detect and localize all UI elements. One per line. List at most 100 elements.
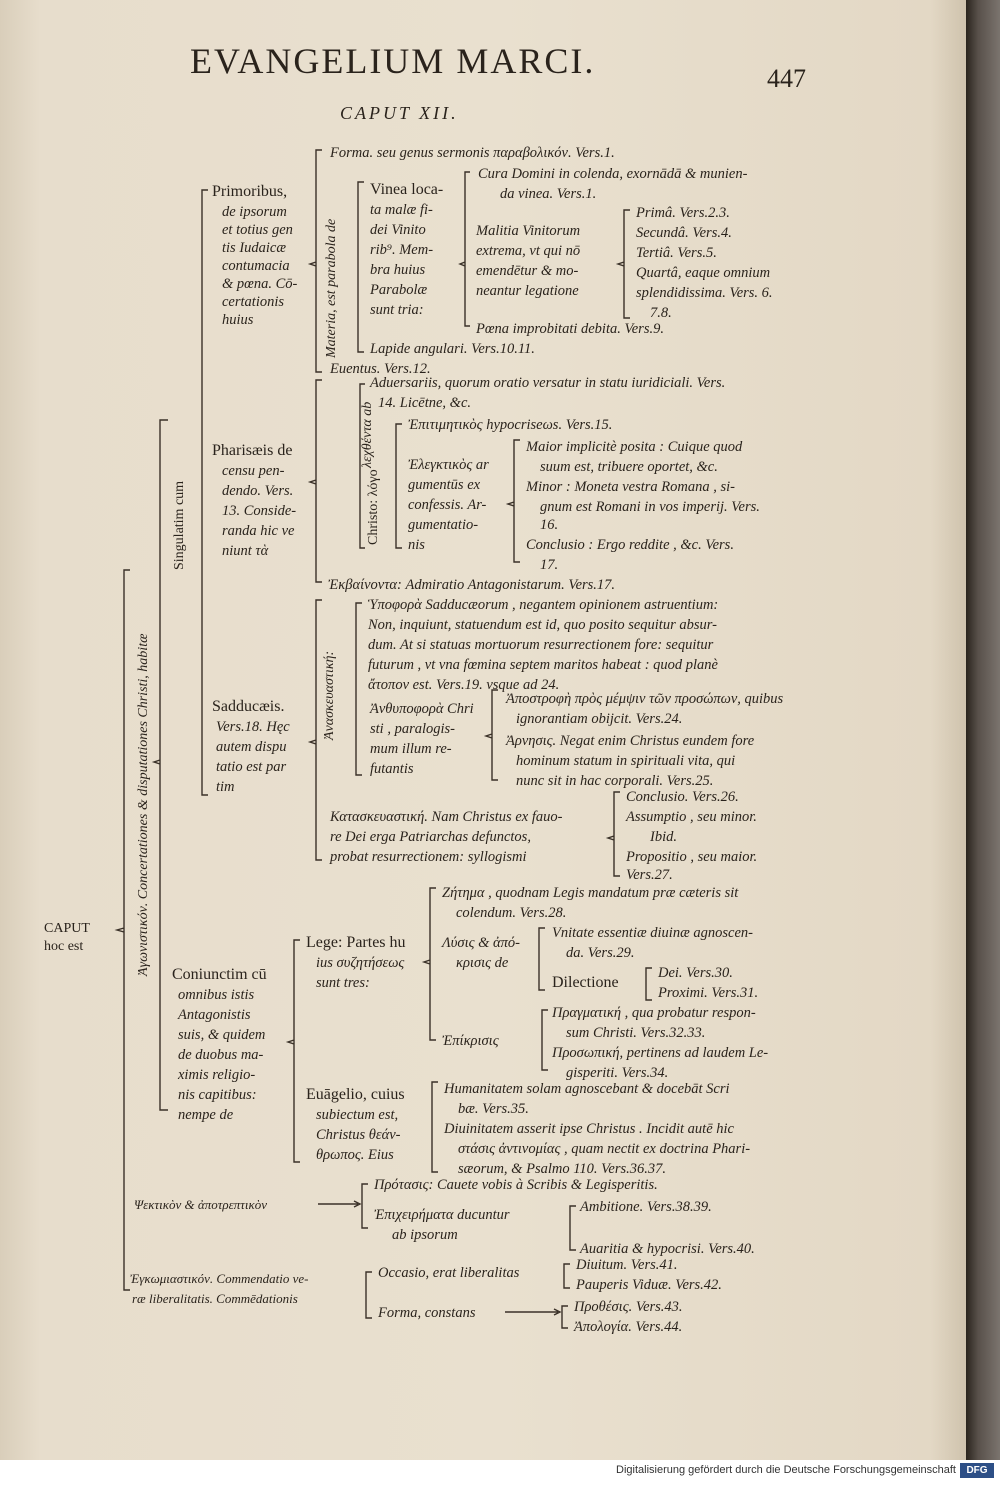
- vertical-singulatim: Singulatim cum: [172, 480, 187, 570]
- primoribus-line: de ipsorum: [222, 204, 287, 220]
- footer-bar: Digitalisierung gefördert durch die Deut…: [0, 1460, 1000, 1485]
- coniunctim-line: Antagonistis: [178, 1007, 251, 1023]
- coniunctim-line: Coniunctim cū: [172, 966, 267, 983]
- elenchus-line: gumentūs ex: [408, 477, 481, 493]
- lege-line: sunt tres:: [316, 975, 370, 991]
- vinea-line: dei Vinito: [370, 222, 426, 238]
- euangelio-line: Christus θεάν-: [316, 1127, 401, 1143]
- vinea-line: Vinea loca-: [370, 181, 444, 198]
- root-hoc-est: hoc est: [44, 939, 84, 954]
- hypophora-line: ἄτοπον est. Vers.19. vsque ad 24.: [368, 677, 560, 693]
- hypophora-line: dum. At si statuas mortuorum resurrectio…: [368, 637, 714, 653]
- humanitatem-text: bæ. Vers.35.: [458, 1101, 529, 1117]
- epicheiremata-text: Ἐπιχειρήματα ducuntur: [374, 1207, 510, 1223]
- ambitione-text: Ambitione. Vers.38.39.: [580, 1199, 712, 1215]
- occasio-text: Occasio, erat liberalitas: [378, 1265, 520, 1281]
- arnesis-line: hominum statum in spirituali vita, qui: [516, 753, 736, 769]
- syllogism-item: Assumptio , seu minor.: [626, 809, 757, 825]
- malitia-line: neantur legatione: [476, 283, 579, 299]
- malitia-line: Malitia Vinitorum: [476, 223, 581, 239]
- pauperis-text: Pauperis Viduæ. Vers.42.: [576, 1277, 722, 1293]
- epicheiremata-text: ab ipsorum: [392, 1227, 458, 1243]
- vertical-anaskeuastike: Ἀνασκευαστική:: [322, 650, 337, 740]
- protasis-text: Πρότασις: Cauete vobis à Scribis & Legis…: [374, 1177, 658, 1193]
- humanitatem-text: Humanitatem solam agnoscebant & docebāt …: [444, 1081, 730, 1097]
- ekbainonta-text: Ἐκβαίνοντα: Admiratio Antagonistarum. Ve…: [328, 577, 616, 593]
- minor-text: 16.: [540, 517, 559, 533]
- enkomiastikon-label: Ἐγκωμιαστικόν. Commendatio ve-: [130, 1271, 309, 1286]
- sadducaeis-line: tatio est par: [216, 759, 287, 775]
- apostrophe-line: ignorantiam obijcit. Vers.24.: [516, 711, 683, 727]
- vinea-line: rib⁹. Mem-: [370, 242, 434, 258]
- auaritia-text: Auaritia & hypocrisi. Vers.40.: [580, 1241, 755, 1257]
- syllogism-item: Propositio , seu maior.: [626, 849, 758, 865]
- euangelio-line: θρωπος. Eius: [316, 1147, 394, 1163]
- poena-text: Pœna improbitati debita. Vers.9.: [476, 321, 664, 337]
- elenchus-line: nis: [408, 537, 425, 553]
- root-caput: CAPUT: [44, 921, 90, 936]
- primoribus-line: Primoribus,: [212, 183, 288, 200]
- cura-text: Cura Domini in colenda, exornādā & munie…: [478, 166, 748, 182]
- elenchus-line: Ἐλεγκτικὸς ar: [408, 457, 489, 473]
- mission-item: Primâ. Vers.2.3.: [636, 205, 730, 221]
- book-edge: [966, 0, 1000, 1460]
- pragmatike-text: Πραγματική , qua probatur respon-: [552, 1005, 756, 1021]
- mission-item: splendidissima. Vers. 6.: [636, 285, 773, 301]
- lysis-text: κρισις de: [456, 955, 509, 971]
- kataskeuastike-line: probat resurrectionem: syllogismi: [330, 849, 527, 865]
- forma-constans-text: Forma, constans: [378, 1305, 476, 1321]
- pharisaeis-line: dendo. Vers.: [222, 483, 294, 499]
- epitimetikos-text: Ἐπιτιμητικὸς hypocriseωs. Vers.15.: [408, 417, 613, 433]
- anthypophora-line: sti , paralogis-: [370, 721, 455, 737]
- vertical-agonistikon: Ἀγωνιστικόν. Concertationes & disputatio…: [136, 633, 151, 976]
- sadducaeis-line: Sadducæis.: [212, 698, 285, 715]
- malitia-line: emendētur & mo-: [476, 263, 579, 279]
- pharisaeis-line: 13. Conside-: [222, 503, 297, 519]
- pharisaeis-line: censu pen-: [222, 463, 285, 479]
- conclusio-text: Conclusio : Ergo reddite , &c. Vers.: [526, 537, 734, 553]
- psektikon-label: Ψεκτικὸν & ἀποτρεπτικὸν: [134, 1197, 268, 1212]
- vnitate-text: Vnitate essentiæ diuinæ agnoscen-: [552, 925, 753, 941]
- euentus-text: Euentus. Vers.12.: [330, 361, 431, 377]
- mission-item: Quartâ, eaque omnium: [636, 265, 771, 281]
- arnesis-line: Ἀρνησις. Negat enim Christus eundem fore: [506, 733, 755, 749]
- vertical-lechthenta: λεχθέντα ab: [360, 401, 375, 468]
- zetema-text: Ζήτημα , quodnam Legis mandatum præ cæte…: [442, 885, 739, 901]
- kataskeuastike-line: Κατασκευαστική. Nam Christus ex fauo-: [330, 809, 563, 825]
- cura-text: da vinea. Vers.1.: [500, 186, 597, 202]
- coniunctim-line: ximis religio-: [178, 1067, 256, 1083]
- mission-item: Secundâ. Vers.4.: [636, 225, 732, 241]
- bracket-lines: [114, 149, 652, 1329]
- apologia-text: Ἀπολογία. Vers.44.: [574, 1319, 683, 1335]
- apostrophe-line: Ἀποστροφὴ πρὸς μέμψιν τῶν προσώπων, quib…: [506, 691, 784, 707]
- vertical-christo: Christo: λόγο: [366, 469, 381, 545]
- conclusio-text: 17.: [540, 557, 559, 573]
- malitia-line: extrema, vt qui nō: [476, 243, 581, 259]
- diuinitatem-text: στάσις ἀντινομίας , quam nectit ex doctr…: [458, 1141, 751, 1157]
- page-number: 447: [767, 64, 806, 93]
- coniunctim-line: suis, & quidem: [178, 1027, 266, 1043]
- zetema-text: colendum. Vers.28.: [456, 905, 567, 921]
- primoribus-line: certationis: [222, 294, 285, 310]
- pharisaeis-line: niunt τὰ: [222, 543, 269, 559]
- primoribus-line: & pœna. Cō-: [222, 276, 298, 292]
- primoribus-line: tis Iudaicæ: [222, 240, 287, 256]
- aduersariis-text: 14. Licētne, &c.: [378, 395, 472, 411]
- pharisaeis-line: randa hic ve: [222, 523, 295, 539]
- lege-line: ius συζητήσεως: [316, 955, 405, 971]
- prosopike-text: Προσωπική, pertinens ad laudem Le-: [552, 1045, 769, 1061]
- enkomiastikon-label: ræ liberalitatis. Commēdationis: [132, 1291, 298, 1306]
- dei-text: Dei. Vers.30.: [658, 965, 733, 981]
- vinea-line: ta malæ fi-: [370, 202, 433, 218]
- elenchus-line: gumentatio-: [408, 517, 479, 533]
- coniunctim-line: nis capitibus:: [178, 1087, 257, 1103]
- sadducaeis-line: autem dispu: [216, 739, 287, 755]
- funding-note: Digitalisierung gefördert durch die Deut…: [616, 1464, 956, 1476]
- aduersariis-text: Aduersariis, quorum oratio versatur in s…: [370, 375, 726, 391]
- primoribus-line: et totius gen: [222, 222, 293, 238]
- sadducaeis-line: tim: [216, 779, 235, 795]
- maior-text: Maior implicitè posita : Cuique quod: [526, 439, 743, 455]
- primoribus-line: contumacia: [222, 258, 290, 274]
- dfg-logo: DFG: [960, 1463, 994, 1478]
- proximi-text: Proximi. Vers.31.: [658, 985, 759, 1001]
